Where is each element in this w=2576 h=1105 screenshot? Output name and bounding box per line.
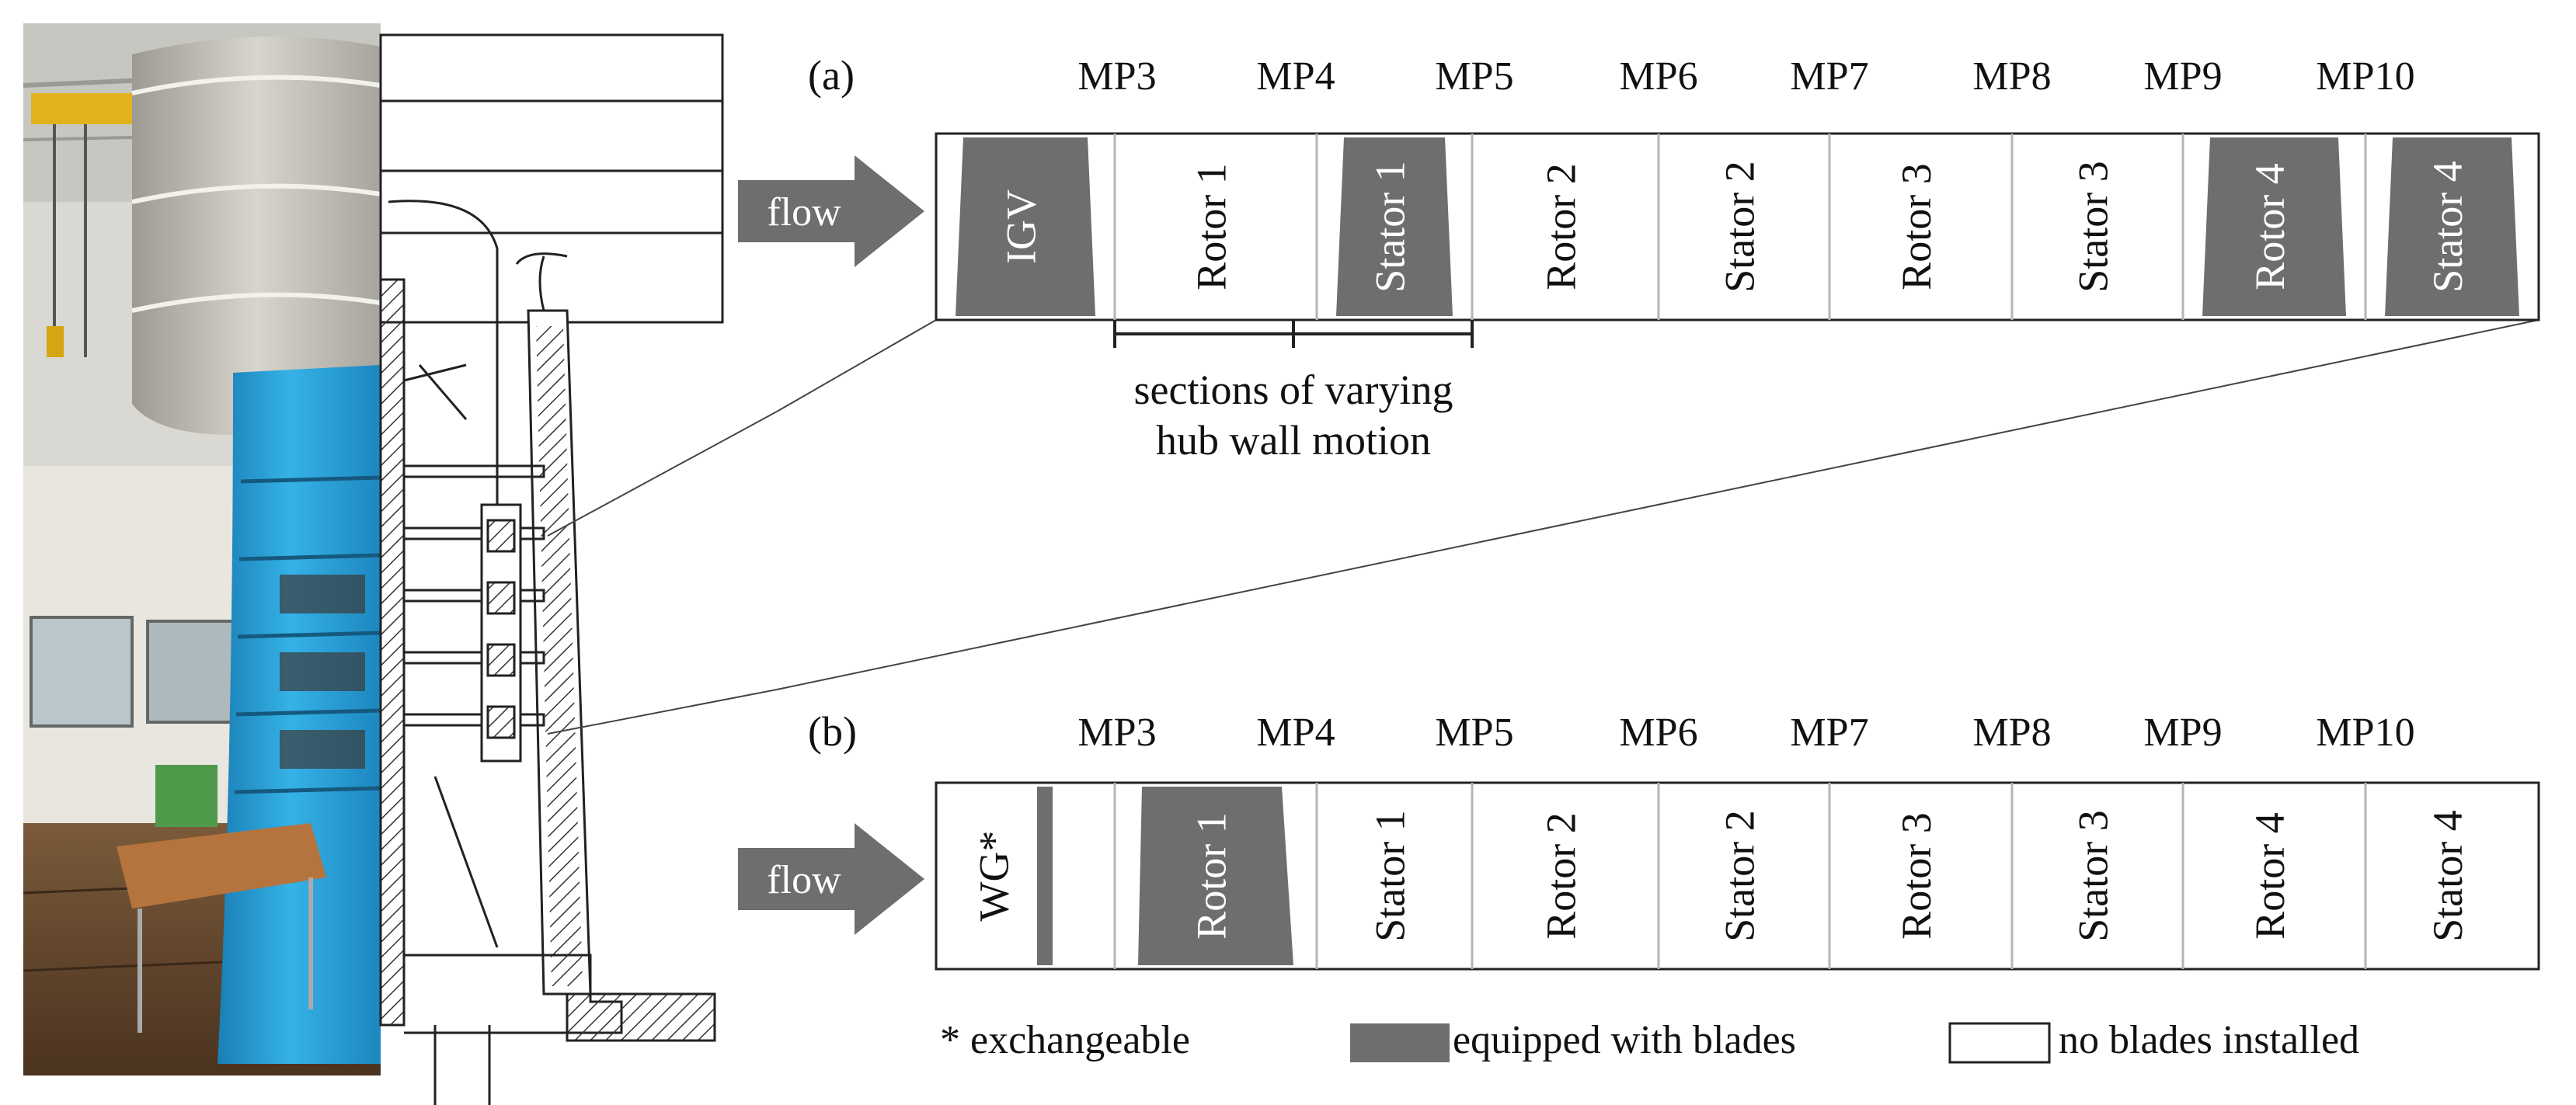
measurement-point-label: MP3 <box>1077 711 1156 755</box>
stage-label: Rotor 3 <box>1893 812 1940 940</box>
panel-a-stage-strip: IGV Rotor 1 Stator 1 Rotor 2 Stator 2 Rotor 3… <box>935 132 2540 321</box>
legend-swatch-empty <box>1948 1022 2051 1064</box>
stage-label: Stator 4 <box>2425 161 2471 293</box>
stage-label: Stator 1 <box>1366 810 1413 942</box>
test-rig-illustration <box>23 23 777 1105</box>
legend-swatch-equipped <box>1350 1023 1450 1062</box>
panel-a-flow-label: flow <box>767 190 841 235</box>
legend: * exchangeable equipped with blades no b… <box>940 1018 2359 1064</box>
measurement-point-label: MP4 <box>1256 54 1335 99</box>
stage-cell: Stator 3 <box>2010 783 2116 969</box>
measurement-point-label: MP9 <box>2143 711 2222 755</box>
stage-cell: Stator 3 <box>2010 134 2116 320</box>
stage-cell: Rotor 1 <box>1113 783 1293 969</box>
stage-label: Rotor 1 <box>1188 163 1234 290</box>
panel-b-label: (b) <box>808 708 857 755</box>
measurement-point-label: MP8 <box>1972 711 2051 755</box>
measurement-point-label: MP7 <box>1790 54 1868 99</box>
measurement-point-label: MP5 <box>1435 54 1513 99</box>
measurement-point-label: MP7 <box>1790 711 1868 755</box>
panel-a-sections-note-line2: hub wall motion <box>1156 417 1431 464</box>
stage-label: WG* <box>970 831 1017 922</box>
stage-cell: Stator 2 <box>1657 134 1763 320</box>
stage-cell: Rotor 2 <box>1471 783 1584 969</box>
measurement-point-label: MP10 <box>2316 54 2414 99</box>
measurement-point-label: MP9 <box>2143 54 2222 99</box>
stage-cell: Rotor 4 <box>2181 134 2346 320</box>
panel-b-flow-arrow: flow <box>738 823 924 935</box>
measurement-point-label: MP6 <box>1619 711 1697 755</box>
measurement-point-label: MP4 <box>1256 711 1335 755</box>
stage-label: Stator 3 <box>2070 161 2116 293</box>
panel-b-stage-strip: WG* Rotor 1 Stator 1 Rotor 2 Stator 2 Rotor 3… <box>935 781 2540 971</box>
measurement-point-label: MP6 <box>1619 54 1697 99</box>
stage-cell: Rotor 2 <box>1471 134 1584 320</box>
stage-cell: Stator 4 <box>2364 783 2471 969</box>
zoom-line-top <box>547 411 777 537</box>
stage-label: Rotor 2 <box>1537 163 1584 290</box>
stage-label: Rotor 2 <box>1537 812 1584 940</box>
stage-cell: Stator 2 <box>1657 783 1763 969</box>
test-rig-photo <box>23 23 381 1075</box>
stage-label: Stator 2 <box>1716 161 1763 293</box>
panel-b-measurement-points: MP3 MP4 MP5 MP6 MP7 MP8 MP9 MP10 <box>1077 711 2414 755</box>
stage-cell: Rotor 1 <box>1113 134 1234 320</box>
measurement-point-label: MP8 <box>1972 54 2051 99</box>
stage-label: Stator 4 <box>2425 810 2471 942</box>
legend-empty-label: no blades installed <box>2059 1018 2359 1062</box>
measurement-point-label: MP10 <box>2316 711 2414 755</box>
legend-footnote: * exchangeable <box>940 1018 1190 1062</box>
stage-cell: Stator 4 <box>2364 134 2519 320</box>
stage-cell: Stator 1 <box>1315 134 1453 320</box>
panel-a: (a) MP3 MP4 MP5 MP6 MP7 MP8 MP9 MP10 flow IGV Ro… <box>738 52 2540 464</box>
panel-b: (b) MP3 MP4 MP5 MP6 MP7 MP8 MP9 MP10 flow WG* Ro… <box>738 708 2540 971</box>
stage-label: IGV <box>997 189 1044 264</box>
stage-cell: Rotor 3 <box>1828 783 1940 969</box>
exchangeable-wake-generator <box>1037 787 1053 965</box>
blade-row <box>1336 137 1453 316</box>
stage-cell: Rotor 3 <box>1828 134 1940 320</box>
zoom-line-bottom <box>547 689 777 735</box>
stage-label: Rotor 4 <box>2247 163 2293 290</box>
legend-equipped-label: equipped with blades <box>1453 1018 1796 1062</box>
panel-a-sections-note-line1: sections of varying <box>1134 367 1453 413</box>
test-rig-cross-section-drawing <box>379 33 724 1105</box>
blade-row <box>1138 787 1293 965</box>
stage-label: Stator 1 <box>1366 161 1413 293</box>
panel-a-sections-bracket <box>1113 320 1474 348</box>
stage-cell: Stator 1 <box>1315 783 1413 969</box>
stage-label: Rotor 4 <box>2247 812 2293 940</box>
stage-label: Stator 3 <box>2070 810 2116 942</box>
blade-row <box>956 137 1095 316</box>
stage-cell: WG* <box>970 787 1053 965</box>
stage-cell: Rotor 4 <box>2181 783 2293 969</box>
blade-row <box>2385 137 2519 316</box>
panel-b-flow-label: flow <box>767 858 841 902</box>
zoom-line-top-ext <box>776 319 937 412</box>
zoom-line-bottom-ext <box>776 319 2539 690</box>
stage-label: Rotor 1 <box>1188 812 1234 940</box>
stage-cell: IGV <box>956 137 1095 316</box>
blade-row <box>2202 137 2346 316</box>
measurement-point-label: MP5 <box>1435 711 1513 755</box>
stage-label: Stator 2 <box>1716 810 1763 942</box>
panel-a-flow-arrow: flow <box>738 155 924 267</box>
panel-a-measurement-points: MP3 MP4 MP5 MP6 MP7 MP8 MP9 MP10 <box>1077 54 2414 99</box>
stage-label: Rotor 3 <box>1893 163 1940 290</box>
panel-a-label: (a) <box>808 52 855 99</box>
measurement-point-label: MP3 <box>1077 54 1156 99</box>
